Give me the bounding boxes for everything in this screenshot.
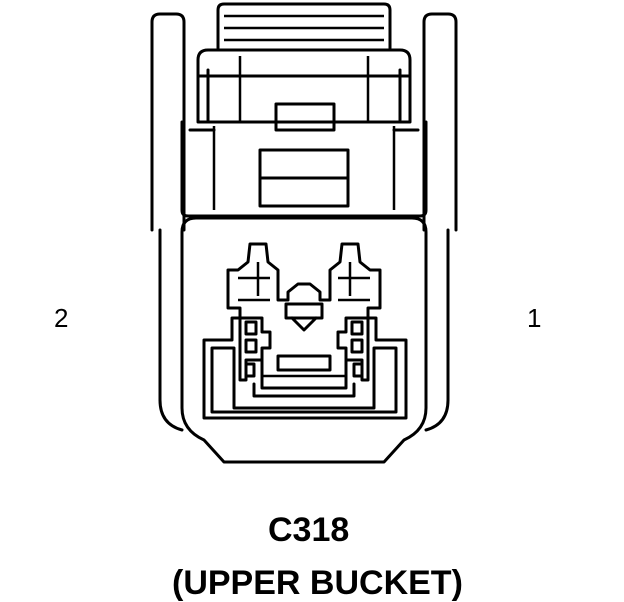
pin-1-label: 1 xyxy=(527,303,542,333)
connector-body xyxy=(158,216,450,464)
terminal-cavity xyxy=(202,242,408,420)
connector-id-label: C318 xyxy=(268,511,350,549)
connector-location-label: (UPPER BUCKET) xyxy=(172,564,463,602)
upper-housing xyxy=(180,48,428,218)
top-latch xyxy=(216,2,392,50)
pin-2-label: 2 xyxy=(54,303,69,333)
right-side-rail xyxy=(422,12,458,402)
left-side-rail xyxy=(150,12,186,402)
